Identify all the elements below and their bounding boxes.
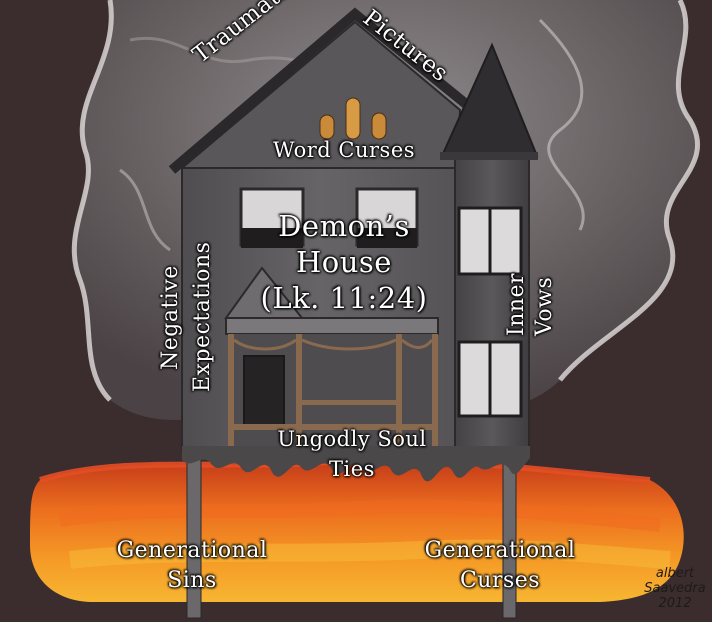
demons-house-line-3: (Lk. 11:24) <box>232 280 456 316</box>
artist-signature: albert Saavedra 2012 <box>642 566 708 611</box>
expectations-label: Expectations <box>190 242 215 392</box>
porch-roof <box>226 318 438 334</box>
ungodly-soul-ties-label: Ungodly Soul Ties <box>240 424 464 484</box>
signature-line-1: albert <box>642 566 708 581</box>
generational-curses-line-1: Generational <box>400 536 600 566</box>
ungodly-soul-line-1: Ungodly Soul <box>240 424 464 454</box>
generational-sins-line-1: Generational <box>92 536 292 566</box>
vows-label: Vows <box>532 277 557 336</box>
generational-curses-line-2: Curses <box>400 566 600 596</box>
demons-house-title: Demon’s House (Lk. 11:24) <box>232 208 456 316</box>
signature-line-2: Saavedra <box>642 581 708 596</box>
generational-sins-line-2: Sins <box>92 566 292 596</box>
demons-house-line-2: House <box>232 244 456 280</box>
word-curses-label: Word Curses <box>246 138 442 162</box>
generational-curses-label: Generational Curses <box>400 536 600 596</box>
signature-line-3: 2012 <box>642 596 708 611</box>
generational-sins-label: Generational Sins <box>92 536 292 596</box>
tower-cornice <box>440 152 538 160</box>
negative-label: Negative <box>158 265 183 370</box>
demons-house-line-1: Demon’s <box>232 208 456 244</box>
ungodly-soul-line-2: Ties <box>240 454 464 484</box>
inner-label: Inner <box>504 273 529 336</box>
